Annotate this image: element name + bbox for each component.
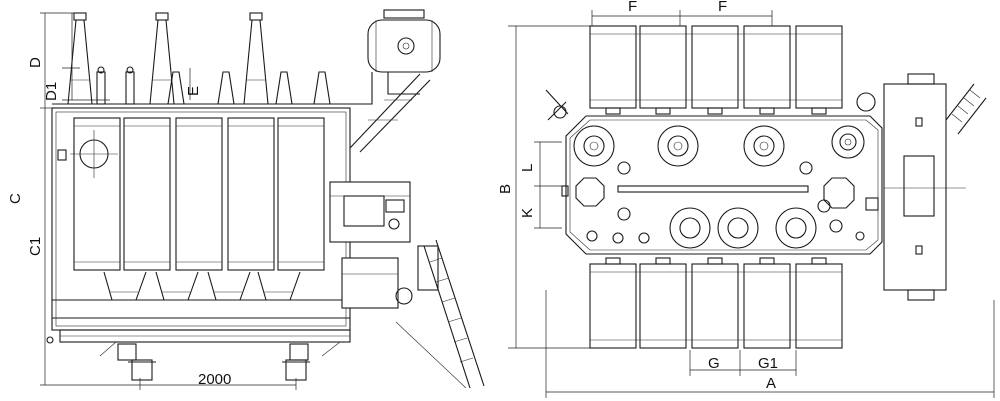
side-dimensions <box>40 12 297 390</box>
label-g1: G1 <box>758 355 778 372</box>
radiator-funnels <box>103 271 301 301</box>
label-a: A <box>766 375 776 392</box>
control-box <box>329 181 411 243</box>
top-ladder <box>945 83 987 135</box>
top-busbar <box>617 185 809 193</box>
hv-bushings <box>67 12 269 105</box>
label-f-right: F <box>718 0 727 15</box>
label-f-left: F <box>628 0 637 15</box>
side-view: D D1 C C1 E 2000 <box>7 9 485 390</box>
top-tank-outline <box>565 115 883 255</box>
label-d: D <box>27 57 44 68</box>
top-radiators-upper <box>589 25 843 115</box>
label-e: E <box>185 86 202 96</box>
top-lv-bushings <box>586 161 843 249</box>
top-dimensions <box>508 10 995 398</box>
label-b: B <box>497 184 514 194</box>
support-arms <box>349 73 431 153</box>
top-tap-changer <box>856 73 966 301</box>
label-2000: 2000 <box>198 371 231 388</box>
label-c: C <box>7 193 24 204</box>
radiator-panels <box>73 117 325 271</box>
top-radiators-lower <box>589 257 843 349</box>
top-hv-bushings <box>573 125 865 167</box>
label-g: G <box>708 355 720 372</box>
label-d1: D1 <box>43 82 60 101</box>
wheels <box>46 336 341 381</box>
lv-bushings <box>96 66 331 105</box>
conservator-tank <box>350 9 441 105</box>
top-octagon-left <box>575 177 605 207</box>
top-octagon-right <box>823 177 855 209</box>
label-c1: C1 <box>27 237 44 256</box>
label-l: L <box>519 164 536 172</box>
label-k: K <box>519 208 536 218</box>
tap-changer <box>341 245 439 309</box>
top-valve-upper-left <box>545 89 569 121</box>
ladder <box>395 239 485 389</box>
top-view: F F B L K N M G G1 A <box>497 0 995 398</box>
